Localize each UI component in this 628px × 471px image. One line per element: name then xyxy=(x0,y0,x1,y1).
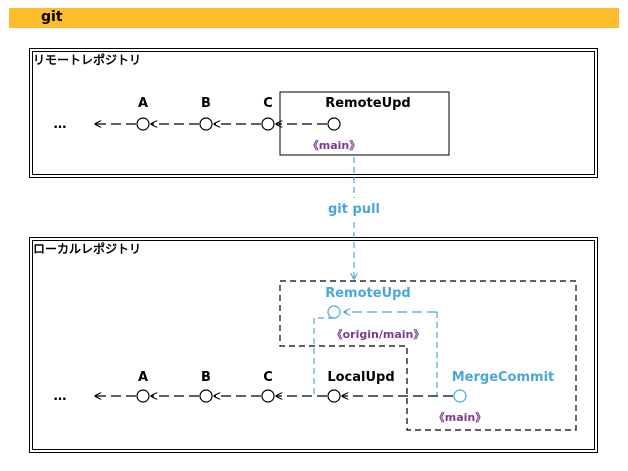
page-title: git xyxy=(41,9,63,25)
fetched-commit-node-remoteupd xyxy=(327,305,341,319)
header-bar: git xyxy=(9,8,619,28)
local-commit-label-a: A xyxy=(138,370,148,385)
local-commit-node-c xyxy=(261,389,275,403)
local-commit-node-localupd xyxy=(327,389,341,403)
local-main-branch-ref: 《main》 xyxy=(434,411,487,424)
remote-ellipsis: … xyxy=(54,117,67,132)
remote-commit-label-remoteupd: RemoteUpd xyxy=(325,96,411,111)
local-ellipsis: … xyxy=(54,389,67,404)
remote-repository-panel: リモートレポジトリ xyxy=(29,48,598,178)
remote-commit-label-a: A xyxy=(138,96,148,111)
merge-commit-label: MergeCommit xyxy=(452,370,555,385)
local-commit-node-b xyxy=(199,389,213,403)
origin-main-branch-ref: 《origin/main》 xyxy=(332,328,425,341)
local-commit-label-localupd: LocalUpd xyxy=(327,370,394,385)
local-commit-label-c: C xyxy=(263,370,273,385)
remote-commit-node-b xyxy=(199,117,213,131)
remote-commit-node-a xyxy=(136,117,150,131)
remote-commit-label-c: C xyxy=(263,96,273,111)
remote-main-branch-ref: 《main》 xyxy=(308,139,361,152)
local-commit-label-b: B xyxy=(201,370,211,385)
remote-commit-node-remoteupd xyxy=(327,117,341,131)
local-commit-node-a xyxy=(136,389,150,403)
remote-commit-label-b: B xyxy=(201,96,211,111)
git-pull-label: git pull xyxy=(328,202,380,217)
fetched-commit-label-remoteupd: RemoteUpd xyxy=(325,286,411,301)
pulled-changes-region xyxy=(279,280,577,431)
merge-commit-node xyxy=(453,389,467,403)
remote-commit-node-c xyxy=(261,117,275,131)
local-repository-title: ローカルレポジトリ xyxy=(33,242,142,256)
remote-repository-title: リモートレポジトリ xyxy=(33,53,142,67)
local-repository-panel: ローカルレポジトリ xyxy=(29,237,598,453)
